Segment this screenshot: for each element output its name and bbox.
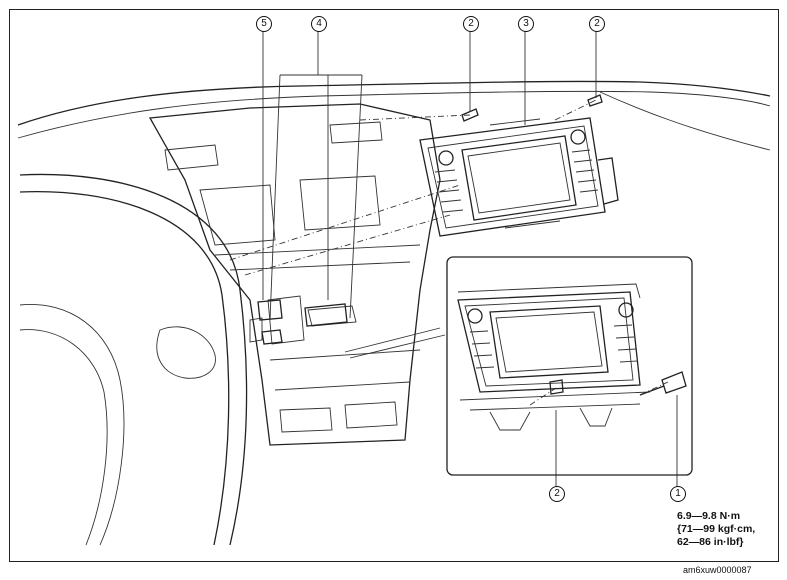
steering-wheel <box>19 173 248 546</box>
callout-1: 1 <box>670 486 686 502</box>
torque-line-3: 62—86 in·lbf} <box>677 536 744 548</box>
torque-spec: 6.9—9.8 N·m {71—99 kgf·cm, 62—86 in·lbf} <box>677 510 755 549</box>
audio-unit <box>419 117 619 237</box>
callout-3: 3 <box>518 16 534 32</box>
figure-id: am6xuw0000087 <box>683 565 752 575</box>
callout-4: 4 <box>311 16 327 32</box>
callout-2-bottom: 2 <box>549 486 565 502</box>
diagram-frame <box>9 9 779 562</box>
torque-line-2: {71—99 kgf·cm, <box>677 523 756 535</box>
dashboard-outline <box>17 80 771 151</box>
console-structure <box>148 103 441 446</box>
torque-line-1: 6.9—9.8 N·m <box>677 510 741 522</box>
inset-detail <box>446 256 693 476</box>
callout-5: 5 <box>256 16 272 32</box>
screws-top <box>461 94 603 122</box>
connectors <box>257 299 348 345</box>
callout-leaders <box>262 30 678 486</box>
callout-2-top-left: 2 <box>463 16 479 32</box>
callout-2-top-right: 2 <box>589 16 605 32</box>
alignment-lines <box>229 99 669 406</box>
